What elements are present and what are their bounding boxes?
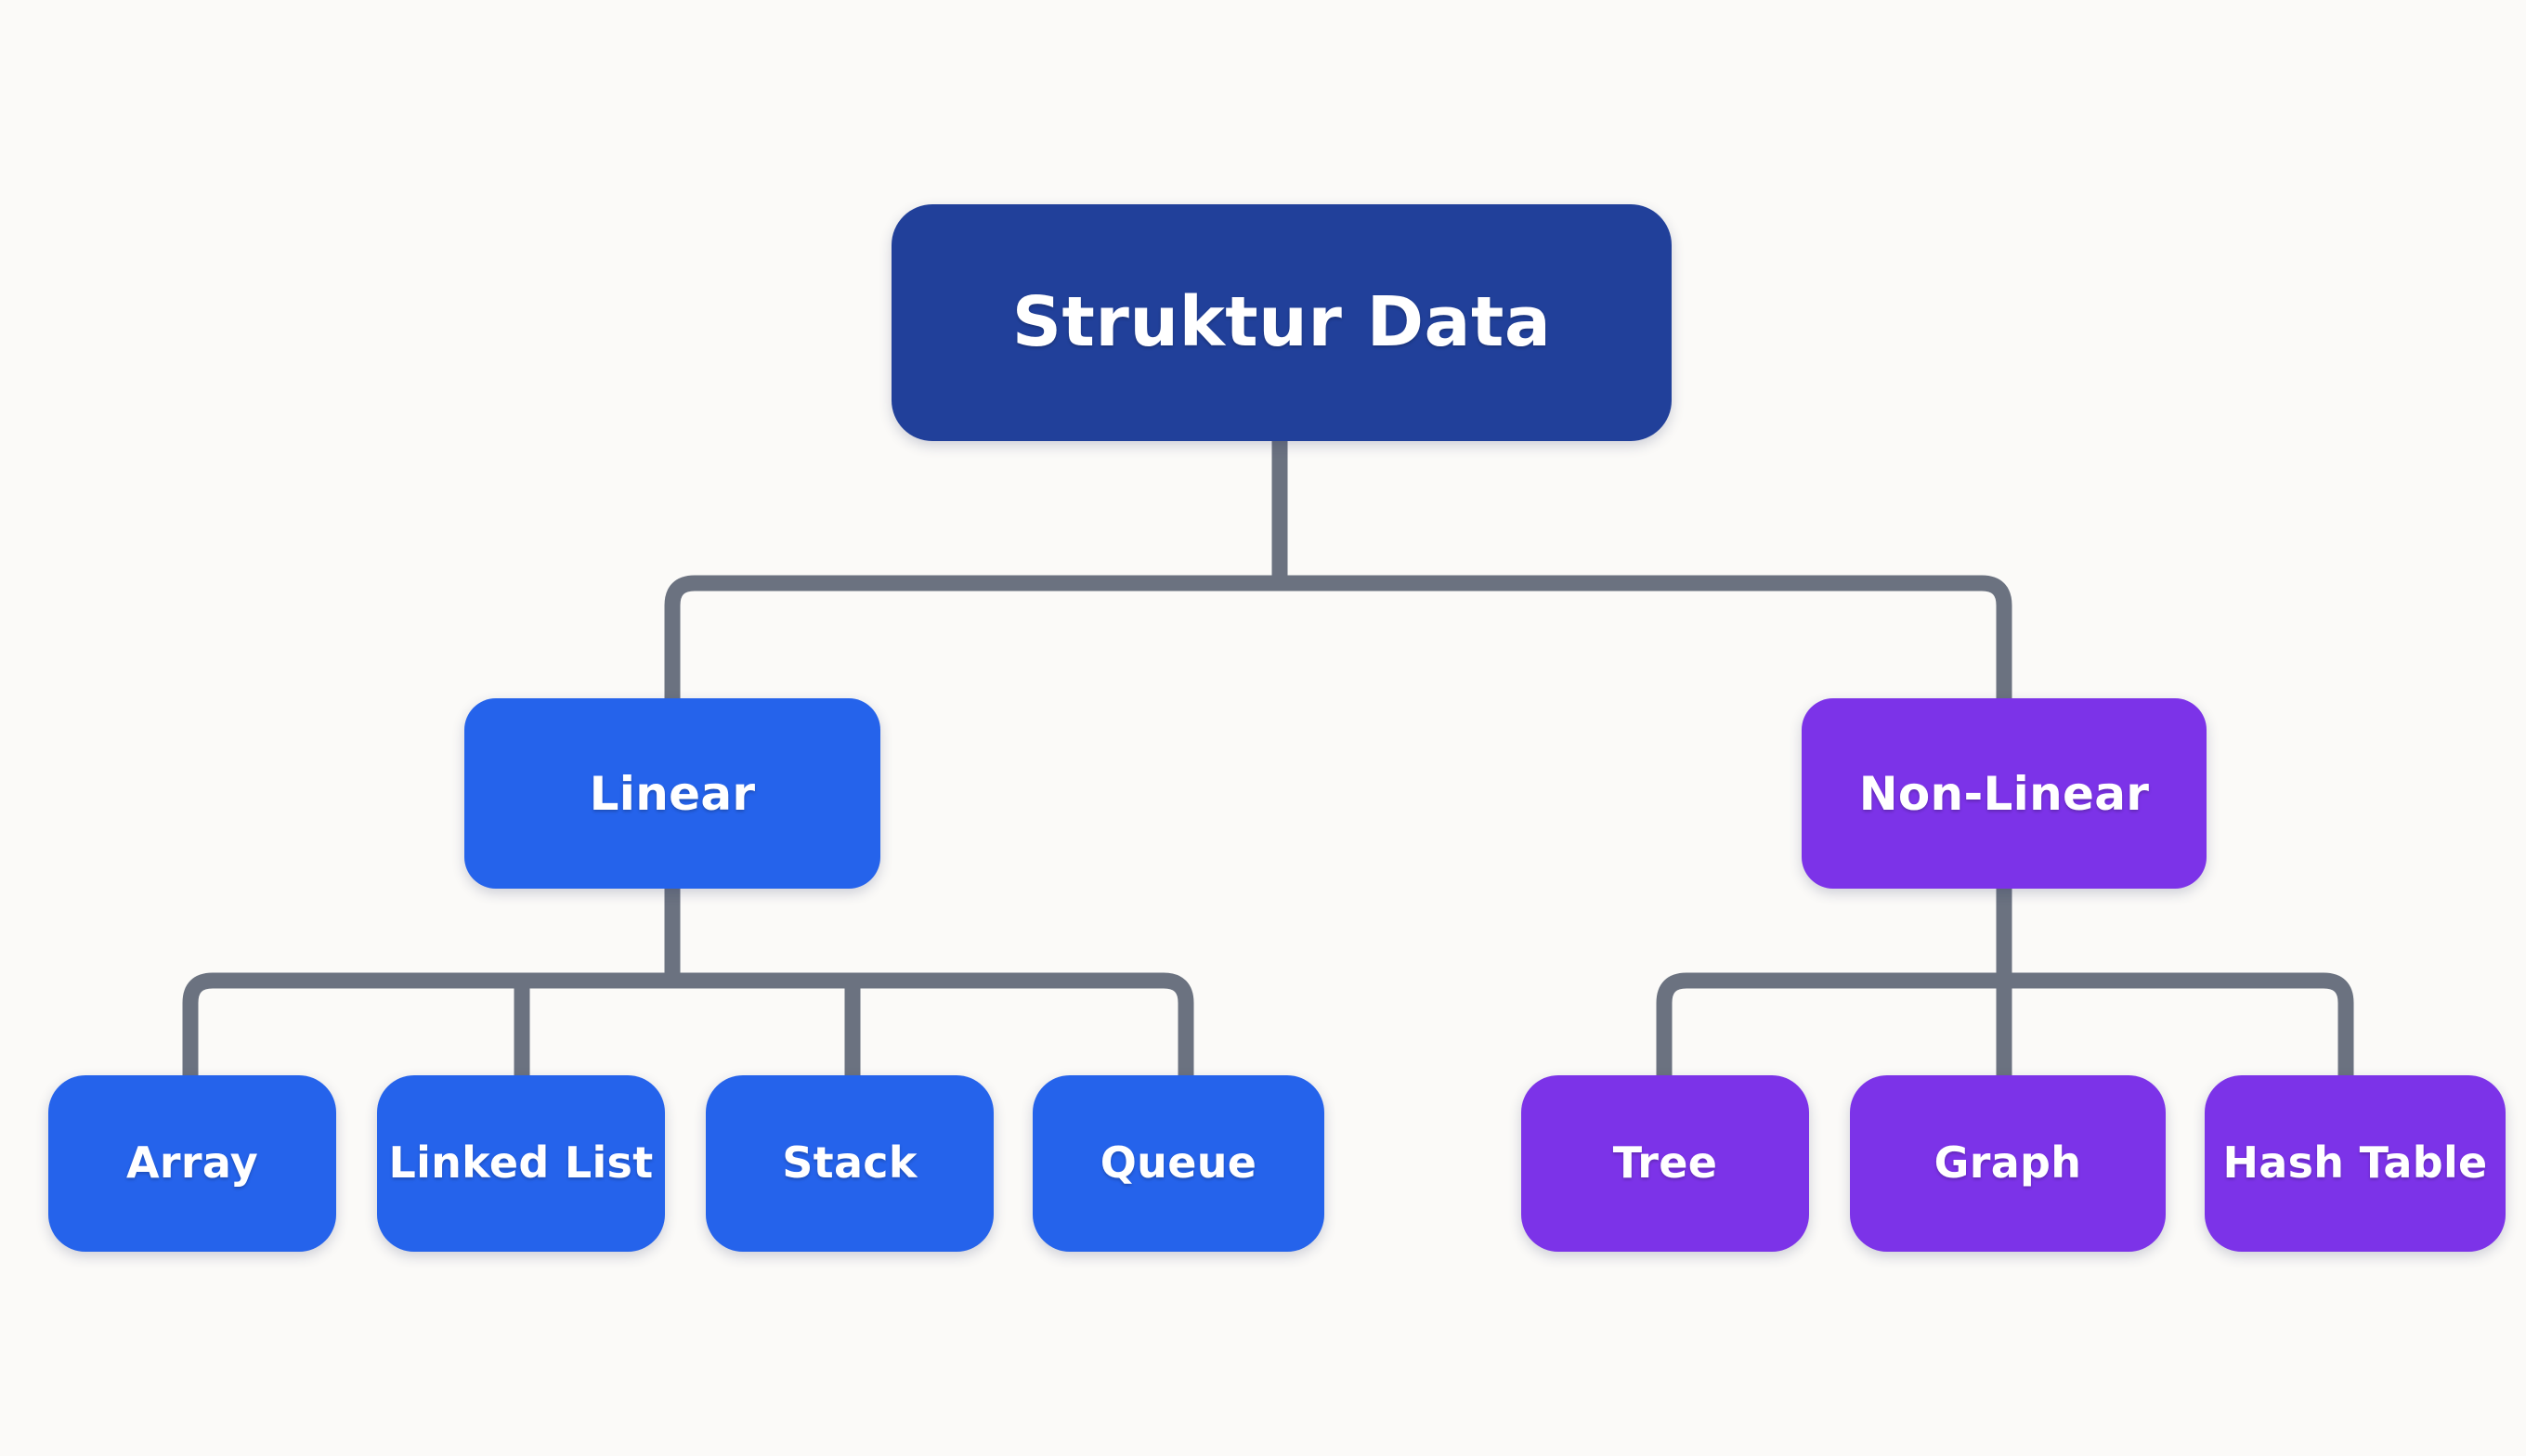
node-root-struktur-data[interactable]: Struktur Data xyxy=(892,204,1672,441)
connector-linear-bracket xyxy=(182,972,1194,1077)
node-branch-non-linear-label: Non-Linear xyxy=(1858,766,2150,821)
node-leaf-hash-table[interactable]: Hash Table xyxy=(2205,1075,2506,1252)
node-branch-linear-label: Linear xyxy=(589,766,756,821)
node-leaf-hash-table-label: Hash Table xyxy=(2222,1138,2488,1189)
connector-nonlinear-bracket xyxy=(1656,972,2354,1077)
node-leaf-stack-label: Stack xyxy=(782,1138,918,1189)
node-leaf-queue[interactable]: Queue xyxy=(1033,1075,1324,1252)
node-leaf-linked-list-label: Linked List xyxy=(388,1138,654,1189)
node-leaf-tree-label: Tree xyxy=(1612,1138,1718,1189)
node-leaf-linked-list[interactable]: Linked List xyxy=(377,1075,665,1252)
node-root-label: Struktur Data xyxy=(1011,282,1552,363)
node-leaf-array[interactable]: Array xyxy=(48,1075,336,1252)
node-branch-linear[interactable]: Linear xyxy=(464,698,880,889)
node-branch-non-linear[interactable]: Non-Linear xyxy=(1802,698,2207,889)
node-leaf-graph-label: Graph xyxy=(1934,1138,2082,1189)
node-leaf-array-label: Array xyxy=(125,1138,259,1189)
node-leaf-graph[interactable]: Graph xyxy=(1850,1075,2166,1252)
connector-root-bracket xyxy=(664,575,2012,706)
node-leaf-queue-label: Queue xyxy=(1100,1138,1257,1189)
node-leaf-tree[interactable]: Tree xyxy=(1521,1075,1809,1252)
node-leaf-stack[interactable]: Stack xyxy=(706,1075,994,1252)
